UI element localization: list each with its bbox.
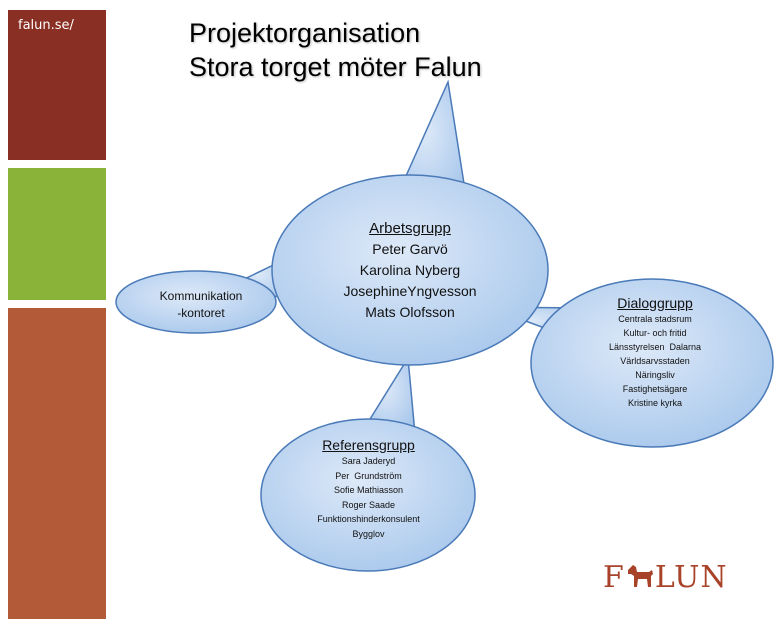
referensgrupp-item: Per Grundström bbox=[335, 470, 402, 481]
main-bubble bbox=[271, 174, 549, 366]
referensgrupp-heading: Referensgrupp bbox=[322, 437, 415, 453]
site-label[interactable]: falun.se/ bbox=[18, 18, 74, 33]
dialoggrupp-text: Dialoggrupp Centrala stadsrum Kultur- oc… bbox=[580, 294, 730, 410]
arbetsgrupp-member: Peter Garvö bbox=[372, 241, 448, 257]
dala-horse-icon bbox=[627, 565, 653, 587]
logo-text-start: F bbox=[603, 560, 625, 595]
sidebar-middle-bar bbox=[8, 168, 106, 300]
referens-bubble bbox=[260, 418, 476, 572]
referensgrupp-item: Roger Saade bbox=[341, 499, 396, 510]
arbetsgrupp-member: Karolina Nyberg bbox=[359, 262, 461, 278]
referensgrupp-item: Bygglov bbox=[352, 528, 385, 539]
arbetsgrupp-member: Mats Olofsson bbox=[365, 304, 455, 320]
dialoggrupp-item: Fastighetsägare bbox=[622, 384, 688, 394]
kommunikation-line: Kommunikation bbox=[159, 289, 243, 303]
dialoggrupp-item: Världsarvsstaden bbox=[620, 356, 690, 366]
kommunikation-text: Kommunikation -kontoret bbox=[132, 288, 270, 322]
dialoggrupp-item: Centrala stadsrum bbox=[618, 314, 692, 324]
arbetsgrupp-member: JosephineYngvesson bbox=[343, 283, 477, 299]
arbetsgrupp-heading: Arbetsgrupp bbox=[369, 220, 451, 237]
dialoggrupp-item: Kristine kyrka bbox=[627, 398, 682, 408]
logo-text-end: LUN bbox=[654, 560, 728, 595]
referensgrupp-item: Sofie Mathiasson bbox=[333, 485, 404, 495]
referensgrupp-item: Sara Jaderyd bbox=[341, 456, 396, 466]
dialoggrupp-item: Länsstyrelsen Dalarna bbox=[608, 342, 702, 352]
dialoggrupp-heading: Dialoggrupp bbox=[617, 295, 693, 311]
dialoggrupp-item: Kultur- och fritid bbox=[623, 328, 687, 338]
sidebar-bottom-bar bbox=[8, 308, 106, 619]
dialoggrupp-item: Näringsliv bbox=[635, 370, 675, 380]
title-line-1: Projektorganisation bbox=[189, 18, 421, 48]
referensgrupp-text: Referensgrupp Sara Jaderyd Per Grundströ… bbox=[276, 436, 461, 541]
kommunikation-line: -kontoret bbox=[177, 306, 225, 320]
dialog-bubble bbox=[530, 278, 774, 448]
kommunikation-bubble bbox=[115, 270, 277, 334]
page-title: Projektorganisation Stora torget möter F… bbox=[189, 16, 482, 84]
arbetsgrupp-text: Arbetsgrupp Peter Garvö Karolina Nyberg … bbox=[300, 218, 520, 323]
falun-logo: F LUN bbox=[603, 560, 728, 595]
title-line-2: Stora torget möter Falun bbox=[189, 52, 482, 82]
sidebar-top-bar bbox=[8, 10, 106, 160]
referensgrupp-item: Funktionshinderkonsulent bbox=[317, 514, 420, 524]
